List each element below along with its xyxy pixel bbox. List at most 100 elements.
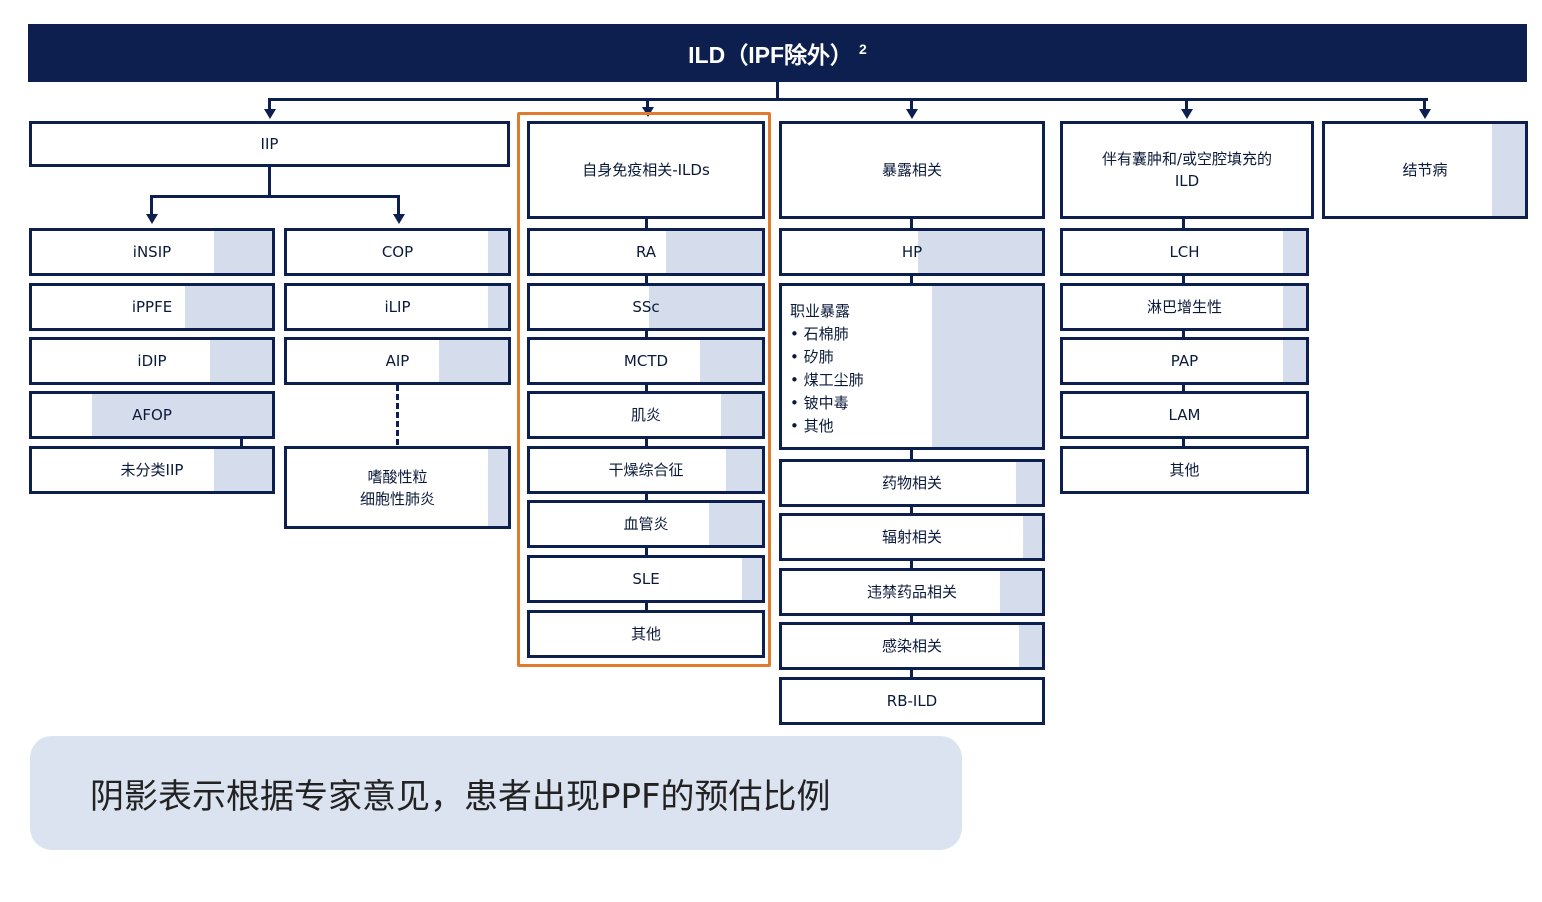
ppf-shade — [1283, 286, 1306, 328]
ppf-shade — [214, 449, 272, 491]
ppf-shade — [721, 394, 762, 436]
ppf-shade — [1016, 462, 1042, 504]
diagram-header: ILD（IPF除外） 2 — [28, 24, 1527, 82]
occupational-title: 职业暴露 — [790, 302, 851, 320]
subtype-box: 其他 — [527, 610, 765, 658]
list-item: 其他 — [790, 415, 864, 438]
subtype-box: 淋巴增生性 — [1060, 283, 1309, 331]
ppf-shade — [1000, 571, 1042, 613]
subtype-box: 其他 — [1060, 446, 1309, 494]
subtype-box: RA — [527, 228, 765, 276]
arrow-icon — [393, 214, 405, 224]
subtype-box: 未分类IIP — [29, 446, 275, 494]
subtype-label: 辐射相关 — [881, 528, 942, 546]
arrow-icon — [146, 214, 158, 224]
subtype-label: LCH — [1169, 243, 1200, 261]
ppf-shade — [488, 231, 508, 273]
arrow-icon — [1419, 109, 1431, 119]
ppf-shade — [742, 558, 762, 600]
header-title: ILD（IPF除外） — [688, 42, 854, 68]
connector — [150, 195, 153, 215]
connector — [910, 98, 913, 110]
connector — [646, 98, 649, 108]
list-item: 铍中毒 — [790, 392, 864, 415]
ppf-shade — [918, 231, 1042, 273]
category-exposure: 暴露相关 — [779, 121, 1045, 219]
ppf-shade — [210, 340, 272, 382]
ppf-shade — [666, 231, 762, 273]
ppf-shade — [709, 503, 762, 545]
ppf-shade — [439, 340, 508, 382]
category-label: IIP — [260, 135, 279, 153]
subtype-label: 嗜酸性粒 细胞性肺炎 — [359, 467, 435, 508]
connector — [240, 436, 243, 448]
occupational-exposure-box: 职业暴露 石棉肺 矽肺 煤工尘肺 铍中毒 其他 — [779, 283, 1045, 450]
subtype-label: AFOP — [132, 406, 172, 424]
category-label: 暴露相关 — [881, 161, 942, 179]
subtype-box: 干燥综合征 — [527, 446, 765, 494]
shading-legend: 阴影表示根据专家意见，患者出现PPF的预估比例 — [30, 736, 962, 850]
list-item: 矽肺 — [790, 346, 864, 369]
subtype-box: AFOP — [29, 391, 275, 439]
subtype-label: AIP — [385, 352, 410, 370]
subtype-label: COP — [381, 243, 414, 261]
subtype-box: 药物相关 — [779, 459, 1045, 507]
subtype-box: MCTD — [527, 337, 765, 385]
subtype-box: HP — [779, 228, 1045, 276]
ppf-shade — [1283, 231, 1306, 273]
category-label: 自身免疫相关-ILDs — [582, 161, 710, 179]
subtype-label: iDIP — [137, 352, 167, 370]
ppf-shade — [1023, 516, 1042, 558]
subtype-label: 血管炎 — [623, 515, 669, 533]
subtype-label: iPPFE — [131, 298, 173, 316]
category-sarcoidosis: 结节病 — [1322, 121, 1528, 219]
subtype-box: AIP — [284, 337, 511, 385]
subtype-label: PAP — [1170, 352, 1199, 370]
subtype-label: SSc — [632, 298, 660, 316]
subtype-box: iDIP — [29, 337, 275, 385]
connector — [150, 195, 400, 198]
ppf-shade — [1283, 340, 1306, 382]
subtype-label: iNSIP — [132, 243, 172, 261]
subtype-label: RA — [635, 243, 657, 261]
connector — [1182, 218, 1185, 453]
subtype-box: SSc — [527, 283, 765, 331]
subtype-box: 血管炎 — [527, 500, 765, 548]
subtype-box: 辐射相关 — [779, 513, 1045, 561]
ppf-shade — [214, 231, 272, 273]
subtype-label: 肌炎 — [630, 406, 661, 424]
legend-text: 阴影表示根据专家意见，患者出现PPF的预估比例 — [90, 776, 831, 817]
arrow-icon — [906, 109, 918, 119]
ppf-shade — [1019, 625, 1042, 667]
subtype-label: 药物相关 — [881, 474, 942, 492]
connector — [1423, 98, 1426, 110]
subtype-box: SLE — [527, 555, 765, 603]
subtype-box: 感染相关 — [779, 622, 1045, 670]
ppf-shade — [185, 286, 272, 328]
list-item: 煤工尘肺 — [790, 369, 864, 392]
subtype-label: LAM — [1168, 406, 1201, 424]
category-cystic: 伴有囊肿和/或空腔填充的 ILD — [1060, 121, 1314, 219]
connector — [1185, 98, 1188, 110]
ppf-shade — [488, 286, 508, 328]
subtype-box: PAP — [1060, 337, 1309, 385]
subtype-label: SLE — [632, 570, 660, 588]
category-label: 伴有囊肿和/或空腔填充的 ILD — [1101, 150, 1273, 190]
subtype-box: LAM — [1060, 391, 1309, 439]
ppf-shade — [932, 286, 1042, 447]
list-item: 石棉肺 — [790, 323, 864, 346]
subtype-label: MCTD — [623, 352, 669, 370]
connector — [268, 98, 271, 110]
subtype-label: 干燥综合征 — [608, 461, 684, 479]
subtype-label: RB-ILD — [886, 692, 938, 710]
subtype-box: LCH — [1060, 228, 1309, 276]
ppf-shade — [1492, 124, 1525, 216]
subtype-label: 感染相关 — [881, 637, 942, 655]
connector — [268, 98, 1428, 101]
ppf-shade — [488, 449, 508, 526]
ppf-shade — [726, 449, 762, 491]
category-iip: IIP — [29, 121, 510, 167]
category-autoimmune: 自身免疫相关-ILDs — [527, 121, 765, 219]
subtype-label: 其他 — [1169, 461, 1200, 479]
arrow-icon — [264, 109, 276, 119]
